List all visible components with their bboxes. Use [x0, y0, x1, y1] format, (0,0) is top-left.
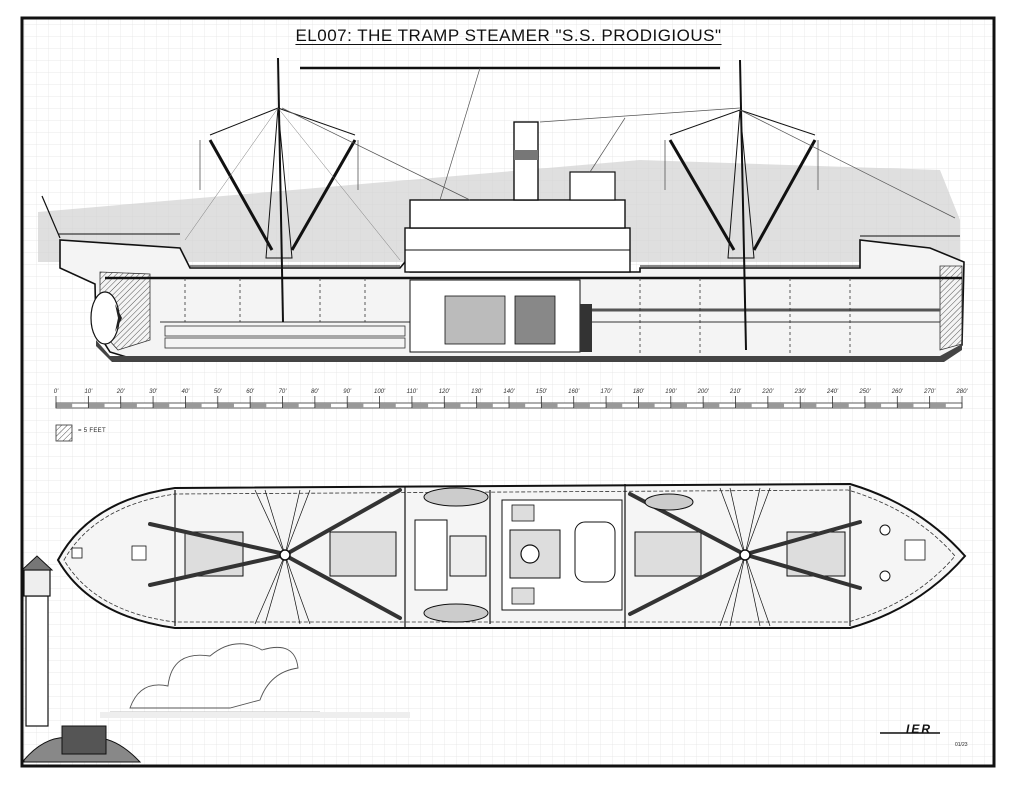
- ruler-segment: [897, 403, 914, 408]
- ruler-segment: [379, 403, 396, 408]
- ruler-segment: [929, 403, 946, 408]
- funnel: [513, 121, 539, 201]
- ruler-tick-label: 120': [439, 389, 451, 395]
- ruler-segment: [638, 403, 655, 408]
- side-elevation: [38, 57, 965, 362]
- hatch-2: [329, 531, 397, 577]
- scale-key-swatch: [55, 424, 73, 442]
- graph-paper: [22, 18, 994, 766]
- ruler-segment: [444, 403, 461, 408]
- ruler-segment: [573, 403, 590, 408]
- ruler-segment: [185, 403, 202, 408]
- keel: [96, 340, 962, 362]
- ruler-tick-label: 200': [697, 389, 710, 395]
- boiler: [514, 295, 556, 345]
- aft-mast-base: [279, 549, 291, 561]
- fore-mast-base: [739, 549, 751, 561]
- ruler-tick-label: 40': [182, 389, 191, 395]
- hatch-3: [634, 531, 702, 577]
- signature-initials: IER: [906, 722, 933, 736]
- ruler-tick-label: 80': [311, 389, 320, 395]
- drawing-title: EL007: THE TRAMP STEAMER "S.S. PRODIGIOU…: [295, 26, 722, 45]
- ruler-segment: [800, 403, 817, 408]
- aft-mast: [184, 57, 401, 323]
- engine: [444, 295, 506, 345]
- ruler-tick-label: 270': [923, 389, 936, 395]
- ruler-tick-label: 260': [891, 389, 904, 395]
- funnel-band: [514, 150, 538, 160]
- propeller: [115, 304, 122, 332]
- ruler-tick-label: 250': [858, 389, 871, 395]
- ruler-segment: [832, 403, 849, 408]
- bridge-plan: [574, 521, 616, 583]
- ensign-staff: [41, 195, 61, 239]
- ruler-tick-label: 170': [600, 389, 612, 395]
- ruler-tick-label: 240': [826, 389, 839, 395]
- fore-mast: [664, 59, 956, 351]
- wheelhouse: [569, 171, 616, 201]
- lifeboat: [423, 487, 489, 507]
- ruler-tick-label: 70': [279, 389, 288, 395]
- ruler-segment: [703, 403, 720, 408]
- ruler-segment: [217, 403, 234, 408]
- ruler-tick-label: 210': [729, 389, 742, 395]
- ruler-tick-label: 280': [955, 389, 968, 395]
- ruler-tick-label: 110': [407, 389, 419, 395]
- ruler-segment: [606, 403, 623, 408]
- ruler-tick-label: 220': [761, 389, 774, 395]
- ruler-segment: [864, 403, 882, 408]
- ruler-tick-label: 50': [214, 389, 223, 395]
- ruler-tick-label: 60': [246, 389, 255, 395]
- rudder: [90, 291, 120, 345]
- lifeboat: [644, 493, 694, 511]
- ruler-segment: [541, 403, 558, 408]
- ruler-segment: [314, 403, 332, 408]
- frame-border: [20, 16, 996, 768]
- ruler-segment: [56, 403, 73, 408]
- ruler-segment: [670, 403, 687, 408]
- superstructure-upper: [409, 199, 626, 229]
- ruler-tick-label: 0': [54, 389, 59, 395]
- ruler-tick-label: 230': [794, 389, 807, 395]
- deck-plan: [56, 482, 967, 629]
- coal-bunker: [580, 304, 592, 352]
- funnel-plan: [509, 529, 561, 579]
- ruler-segment: [735, 403, 752, 408]
- ruler-tick-label: 180': [633, 389, 645, 395]
- ruler-tick-label: 100': [374, 389, 386, 395]
- ruler-tick-label: 190': [665, 389, 677, 395]
- ruler-tick-label: 90': [343, 389, 352, 395]
- ruler-segment: [411, 403, 429, 408]
- ruler-tick-label: 30': [149, 389, 158, 395]
- ruler-segment: [282, 403, 299, 408]
- scale-key-label: = 5 FEET: [78, 428, 106, 434]
- ruler-tick-label: 10': [84, 389, 93, 395]
- ruler-tick-label: 140': [503, 389, 515, 395]
- cloud-illustration: [100, 643, 410, 718]
- ruler-segment: [476, 403, 493, 408]
- ruler-segment: [153, 403, 170, 408]
- ruler-segment: [250, 403, 267, 408]
- ruler-tick-label: 160': [568, 389, 580, 395]
- hatch-1: [184, 531, 244, 577]
- ruler-segment: [767, 403, 785, 408]
- ruler-tick-label: 20': [116, 389, 126, 395]
- ruler-tick-label: 150': [536, 389, 548, 395]
- scale-ruler: 0' 10' 20' 30' 40' 50' 60' 70' 80' 90' 100' 110' 120…: [54, 389, 968, 409]
- signature-date: 01/23: [955, 742, 968, 748]
- lifeboat: [423, 603, 489, 623]
- ruler-segment: [120, 403, 137, 408]
- ruler-segment: [88, 403, 105, 408]
- ruler-tick-label: 130': [471, 389, 483, 395]
- ruler-segment: [347, 403, 364, 408]
- lighthouse-illustration: [20, 555, 142, 763]
- ruler-segment: [509, 403, 526, 408]
